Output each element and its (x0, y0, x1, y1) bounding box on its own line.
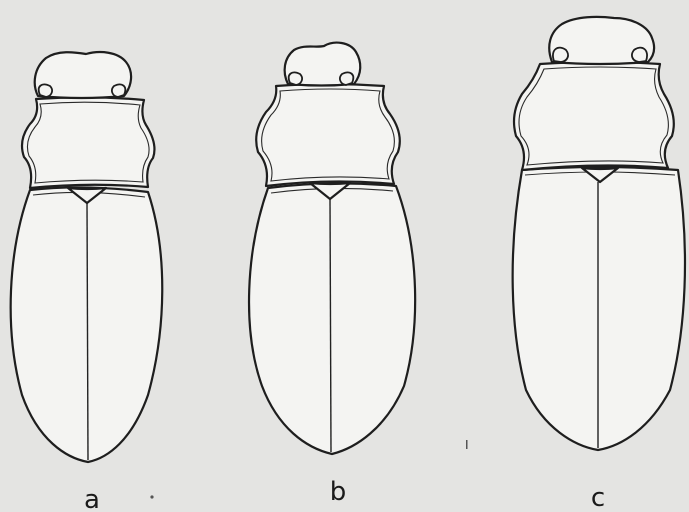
beetle-c-right-eye-icon (632, 48, 647, 62)
label-c: c (591, 483, 605, 512)
plate-speck (466, 440, 468, 449)
plate-dot (150, 495, 153, 498)
beetle-a-right-eye-icon (112, 84, 125, 97)
label-b: b (330, 477, 347, 507)
beetle-b-left-eye-icon (289, 72, 302, 85)
beetle-a-suture (87, 202, 88, 460)
beetle-b (249, 43, 415, 454)
beetle-c-pronotum (514, 62, 674, 170)
beetle-a-pronotum (22, 97, 154, 188)
beetle-c (513, 17, 685, 450)
beetle-b-right-eye-icon (340, 72, 353, 85)
beetle-b-elytra (249, 183, 415, 454)
label-a: a (84, 485, 100, 512)
beetle-a-left-eye-icon (39, 84, 52, 97)
beetle-c-left-eye-icon (553, 48, 568, 62)
beetle-a (11, 52, 163, 462)
beetle-c-elytra (513, 167, 685, 450)
